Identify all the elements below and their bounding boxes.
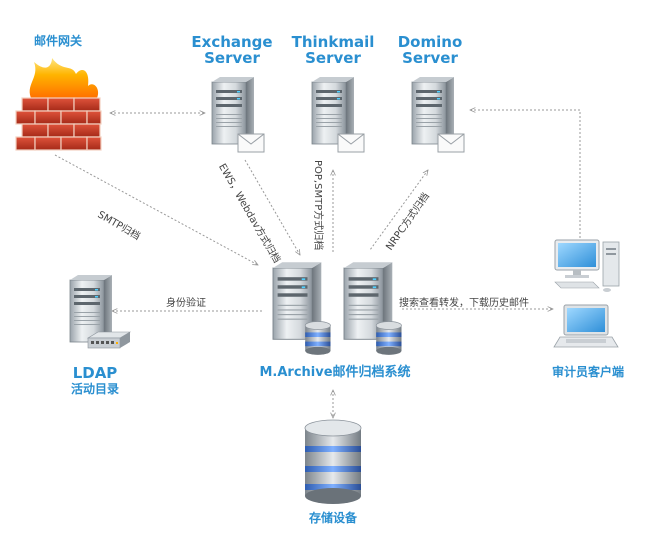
archive-server-icon-2 [343,261,402,356]
exchange-server-icon [211,76,265,153]
storage-label: 存储设备 [308,511,357,525]
thinkmail-label: Thinkmail Server [287,34,379,66]
exchange-label-line1: Exchange [191,33,273,51]
laptop-icon [553,304,619,348]
thinkmail-label-line2: Server [305,49,361,67]
edge-label-pop-smtp: POP,SMTP方式归档 [312,160,323,251]
archive-system-label: M.Archive邮件归档系统 [259,365,411,380]
thinkmail-server-icon [311,76,365,153]
desktop-pc-icon [554,239,620,292]
domino-label: Domino Server [384,34,476,66]
ldap-label-line2: 活动目录 [70,382,119,396]
thinkmail-label-line1: Thinkmail [291,33,375,51]
domino-label-line1: Domino [397,33,463,51]
ldap-server-icon [69,274,132,349]
edge-gateway-archive [54,154,258,265]
edge-auditor-domino [470,110,581,238]
edge-domino-archive [369,170,428,251]
edge-label-auth: 身份验证 [166,298,206,309]
connectors [54,110,581,418]
exchange-label: Exchange Server [186,34,278,66]
auditor-client-label: 审计员客户端 [551,365,624,379]
exchange-label-line2: Server [204,49,260,67]
edge-label-search: 搜索查看转发，下载历史邮件 [399,298,529,309]
ldap-label: LDAP 活动目录 [60,365,130,397]
storage-database-icon [304,419,362,504]
archive-server-icon-1 [272,261,331,356]
ldap-label-line1: LDAP [72,364,118,382]
firewall-icon [15,58,102,151]
domino-label-line2: Server [402,49,458,67]
domino-server-icon [411,76,465,153]
gateway-label: 邮件网关 [33,34,82,48]
